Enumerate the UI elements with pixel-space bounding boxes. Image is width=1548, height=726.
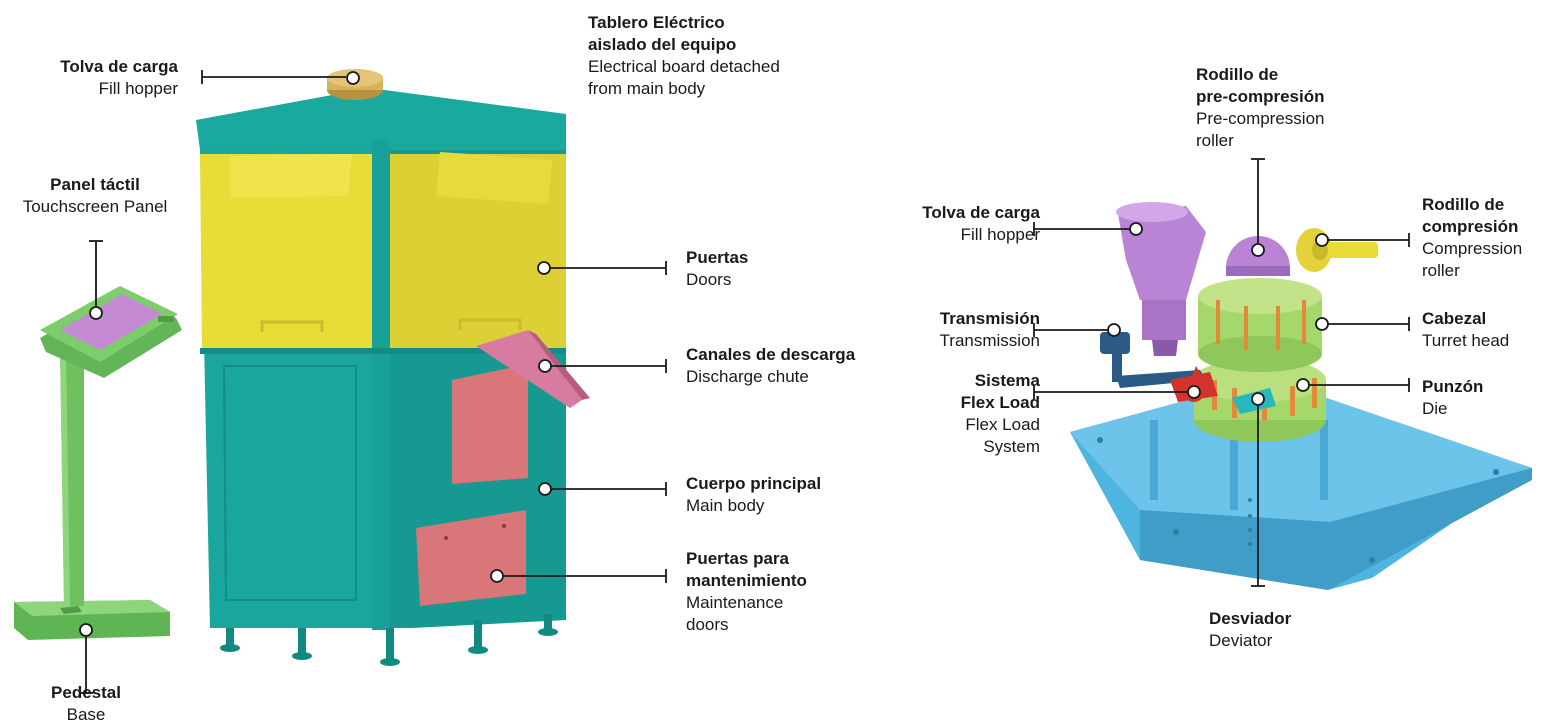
label-discharge-chute: Canales de descarga Discharge chute [686, 344, 855, 388]
label-doors: Puertas Doors [686, 247, 748, 291]
label-es: Tolva de carga [60, 57, 178, 76]
label-es: Cuerpo principal [686, 474, 822, 493]
label-en: Maintenance [686, 593, 784, 612]
label-main-body: Cuerpo principal Main body [686, 473, 821, 517]
label-en: Fill hopper [98, 79, 178, 98]
label-en: Pre-compression [1196, 109, 1325, 128]
label-en: Transmission [939, 331, 1040, 350]
label-es: Rodillo de [1422, 195, 1505, 214]
label-compression-roller: Rodillo de compresión Compression roller [1422, 194, 1522, 282]
label-en: doors [686, 615, 729, 634]
label-touchscreen-panel: Panel táctil Touchscreen Panel [0, 174, 190, 218]
label-es: Panel táctil [50, 175, 140, 194]
label-en: Deviator [1209, 631, 1273, 650]
label-en: Discharge chute [686, 367, 809, 386]
label-flex-load-system: Sistema Flex Load Flex Load System [961, 370, 1040, 458]
label-es: Flex Load [960, 393, 1040, 412]
label-en: from main body [588, 79, 706, 98]
label-es: Tolva de carga [922, 203, 1040, 222]
label-es: Rodillo de [1196, 65, 1279, 84]
label-en: System [983, 437, 1040, 456]
tablet-press-illustration [1070, 202, 1532, 590]
label-precompression-roller: Rodillo de pre-compresión Pre-compressio… [1196, 64, 1325, 152]
label-transmission: Transmisión Transmission [940, 308, 1040, 352]
label-en: Die [1422, 399, 1448, 418]
label-en: roller [1196, 131, 1234, 150]
label-en: Turret head [1422, 331, 1510, 350]
main-cabinet-illustration [196, 69, 590, 666]
label-fill-hopper-right: Tolva de carga Fill hopper [922, 202, 1040, 246]
label-en: Compression [1422, 239, 1523, 258]
label-es: Sistema [974, 371, 1040, 390]
label-en: Doors [686, 270, 732, 289]
label-en: Flex Load [965, 415, 1040, 434]
label-en: roller [1422, 261, 1460, 280]
label-es: compresión [1422, 217, 1519, 236]
callout-leaders [79, 70, 1410, 694]
label-es: Canales de descarga [686, 345, 856, 364]
label-es: Desviador [1209, 609, 1292, 628]
label-en: Touchscreen Panel [22, 197, 168, 216]
label-es: pre-compresión [1196, 87, 1325, 106]
label-es: Cabezal [1422, 309, 1487, 328]
label-es: mantenimiento [686, 571, 807, 590]
label-es: Pedestal [51, 683, 121, 702]
label-es: Punzón [1422, 377, 1484, 396]
label-en: Fill hopper [960, 225, 1040, 244]
label-es: Puertas para [686, 549, 789, 568]
label-es: Transmisión [939, 309, 1040, 328]
touchscreen-pedestal-illustration [14, 286, 182, 640]
label-die: Punzón Die [1422, 376, 1483, 420]
label-en: Base [66, 705, 106, 724]
label-en: Electrical board detached [588, 57, 780, 76]
label-deviator: Desviador Deviator [1209, 608, 1291, 652]
label-es: aislado del equipo [588, 35, 737, 54]
label-en: Main body [686, 496, 765, 515]
label-es: Tablero Eléctrico [588, 13, 725, 32]
label-turret-head: Cabezal Turret head [1422, 308, 1509, 352]
label-fill-hopper-left: Tolva de carga Fill hopper [60, 56, 178, 100]
label-electrical-board: Tablero Eléctrico aislado del equipo Ele… [588, 12, 780, 100]
label-es: Puertas [686, 248, 749, 267]
label-maintenance-doors: Puertas para mantenimiento Maintenance d… [686, 548, 807, 636]
label-base: Pedestal Base [6, 682, 166, 726]
